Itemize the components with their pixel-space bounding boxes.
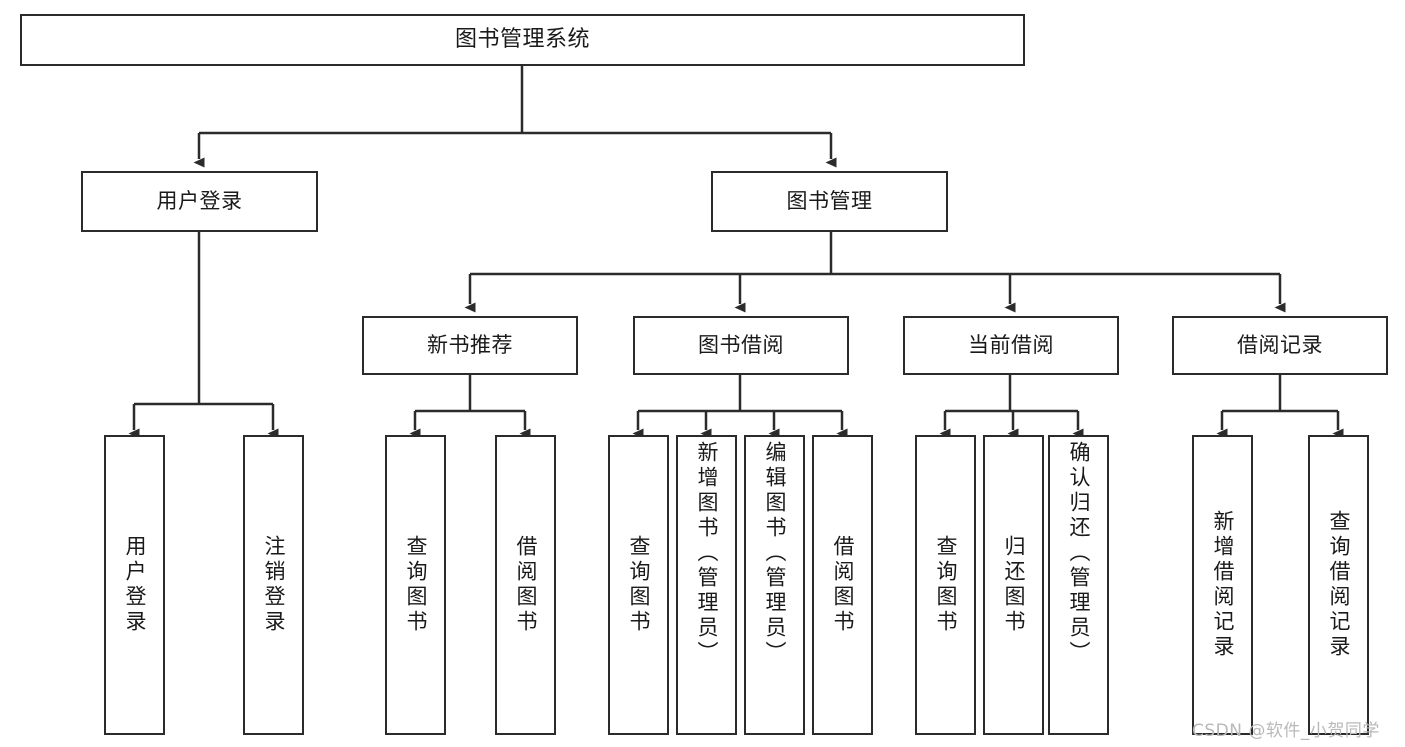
node-label: 图书借阅: [698, 332, 784, 357]
node-book-borrow[interactable]: 图书借阅: [633, 316, 849, 375]
node-leaf-add-record[interactable]: 新增借阅记录: [1192, 435, 1253, 735]
node-label: 用户登录: [156, 188, 243, 213]
node-label: 注销登录: [262, 535, 286, 635]
node-label: 当前借阅: [968, 332, 1054, 357]
node-leaf-query-book-2[interactable]: 查询图书: [608, 435, 669, 735]
node-leaf-add-book[interactable]: 新增图书（管理员）: [676, 435, 737, 735]
node-leaf-return-book[interactable]: 归还图书: [983, 435, 1044, 735]
node-book-management[interactable]: 图书管理: [711, 171, 948, 232]
node-leaf-logout-login[interactable]: 注销登录: [243, 435, 304, 735]
node-current-borrow[interactable]: 当前借阅: [903, 316, 1119, 375]
node-label: 图书管理: [786, 188, 873, 213]
node-label: 借阅记录: [1237, 332, 1323, 357]
node-leaf-query-record[interactable]: 查询借阅记录: [1308, 435, 1369, 735]
node-label: 查询借阅记录: [1327, 510, 1351, 660]
node-leaf-borrow-book-2[interactable]: 借阅图书: [812, 435, 873, 735]
node-label: 新增借阅记录: [1211, 510, 1235, 660]
node-label: 用户登录: [123, 535, 147, 635]
node-leaf-borrow-book-1[interactable]: 借阅图书: [495, 435, 556, 735]
node-leaf-confirm-return[interactable]: 确认归还（管理员）: [1048, 435, 1109, 735]
node-leaf-query-book-1[interactable]: 查询图书: [385, 435, 446, 735]
node-label: 新增图书（管理员）: [695, 441, 719, 666]
node-label: 查询图书: [934, 535, 958, 635]
node-label: 编辑图书（管理员）: [763, 441, 787, 666]
node-label: 图书管理系统: [454, 26, 590, 52]
node-leaf-user-login[interactable]: 用户登录: [104, 435, 165, 735]
node-label: 查询图书: [627, 535, 651, 635]
node-borrow-record[interactable]: 借阅记录: [1172, 316, 1388, 375]
node-label: 归还图书: [1002, 535, 1026, 635]
node-label: 借阅图书: [831, 535, 855, 635]
csdn-watermark: CSDN @软件_小贺同学: [1192, 721, 1380, 741]
node-leaf-edit-book[interactable]: 编辑图书（管理员）: [744, 435, 805, 735]
node-user-login[interactable]: 用户登录: [81, 171, 318, 232]
node-label: 查询图书: [404, 535, 428, 635]
node-new-book-recommend[interactable]: 新书推荐: [362, 316, 578, 375]
node-leaf-query-book-3[interactable]: 查询图书: [915, 435, 976, 735]
node-label: 借阅图书: [514, 535, 538, 635]
node-label: 确认归还（管理员）: [1067, 441, 1091, 666]
node-root-system[interactable]: 图书管理系统: [20, 14, 1025, 66]
node-label: 新书推荐: [427, 332, 513, 357]
